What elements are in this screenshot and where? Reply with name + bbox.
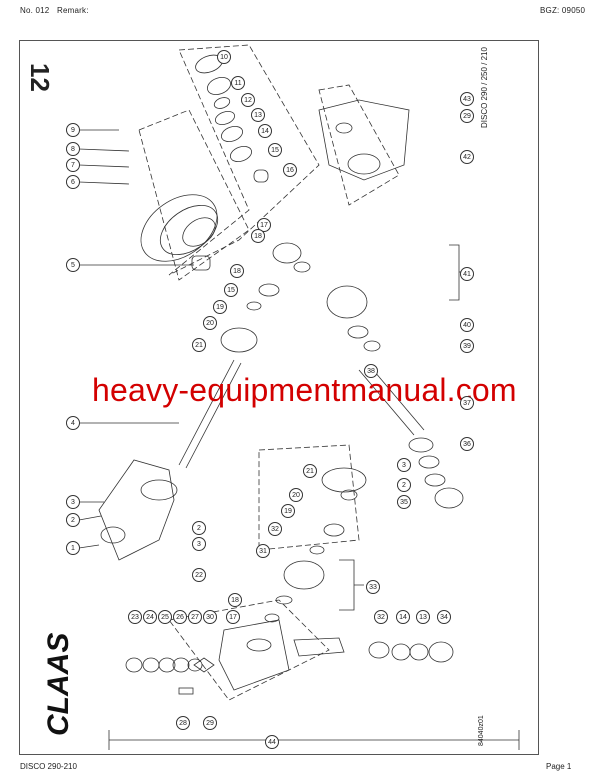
callout-18c: 18 <box>228 593 242 607</box>
callout-24: 24 <box>143 610 157 624</box>
callout-18b: 18 <box>230 264 244 278</box>
callout-33: 33 <box>366 580 380 594</box>
callout-13c: 13 <box>416 610 430 624</box>
watermark-text: heavy-equipmentmanual.com <box>92 372 517 408</box>
callout-2: 2 <box>66 513 80 527</box>
callout-31: 31 <box>256 544 270 558</box>
callout-14b: 3 <box>397 458 411 472</box>
callout-19b: 19 <box>281 504 295 518</box>
callout-10: 10 <box>217 50 231 64</box>
callout-41: 41 <box>460 267 474 281</box>
callout-20b: 20 <box>289 488 303 502</box>
callout-1: 1 <box>66 541 80 555</box>
callout-14: 14 <box>258 124 272 138</box>
callout-27: 27 <box>188 610 202 624</box>
callout-13: 13 <box>251 108 265 122</box>
callout-21b: 21 <box>303 464 317 478</box>
doc-number: No. 012 <box>20 6 50 15</box>
callout-18: 18 <box>251 229 265 243</box>
footer-page: Page 1 <box>546 762 572 771</box>
callout-35: 35 <box>397 495 411 509</box>
svg-text:CLAAS: CLAAS <box>42 633 75 736</box>
callout-9: 9 <box>66 123 80 137</box>
callout-37: 37 <box>460 396 474 410</box>
callout-16: 16 <box>283 163 297 177</box>
callout-19: 19 <box>213 300 227 314</box>
bgz-code: BGZ: 09050 <box>540 6 586 15</box>
callout-4: 4 <box>66 416 80 430</box>
callout-44: 44 <box>265 735 279 749</box>
model-range: DISCO 290 / 250 / 210 <box>480 47 489 128</box>
callout-6: 6 <box>66 175 80 189</box>
callout-17b: 17 <box>226 610 240 624</box>
callout-28: 28 <box>176 716 190 730</box>
callout-30: 30 <box>203 610 217 624</box>
callout-40: 40 <box>460 318 474 332</box>
callout-11: 11 <box>231 76 245 90</box>
drawing-code: 84040z01 <box>478 715 485 746</box>
callout-3: 3 <box>66 495 80 509</box>
callout-36: 36 <box>460 437 474 451</box>
callout-23: 23 <box>128 610 142 624</box>
callout-15: 15 <box>268 143 282 157</box>
footer-model: DISCO 290-210 <box>20 762 77 771</box>
exploded-view-drawing <box>78 44 520 750</box>
callout-32: 32 <box>268 522 282 536</box>
callout-42: 42 <box>460 150 474 164</box>
callout-12: 12 <box>241 93 255 107</box>
callout-39: 39 <box>460 339 474 353</box>
callout-38: 38 <box>364 364 378 378</box>
callout-2b: 2 <box>192 521 206 535</box>
callout-20: 20 <box>203 316 217 330</box>
callout-22: 22 <box>192 568 206 582</box>
callout-21: 21 <box>192 338 206 352</box>
callout-43: 43 <box>460 92 474 106</box>
callout-15b: 15 <box>224 283 238 297</box>
callout-8: 8 <box>66 142 80 156</box>
callout-7: 7 <box>66 158 80 172</box>
callout-26: 26 <box>173 610 187 624</box>
callout-25: 25 <box>158 610 172 624</box>
page-number: 12 <box>24 63 55 92</box>
callout-29b: 29 <box>203 716 217 730</box>
callout-14c: 14 <box>396 610 410 624</box>
callout-34: 34 <box>437 610 451 624</box>
callout-32b: 32 <box>374 610 388 624</box>
callout-13b: 2 <box>397 478 411 492</box>
claas-logo: CLAAS <box>28 618 80 738</box>
remark-label: Remark: <box>57 6 89 15</box>
callout-29: 29 <box>460 109 474 123</box>
callout-3b: 3 <box>192 537 206 551</box>
drawing-frame <box>19 40 539 755</box>
callout-5: 5 <box>66 258 80 272</box>
